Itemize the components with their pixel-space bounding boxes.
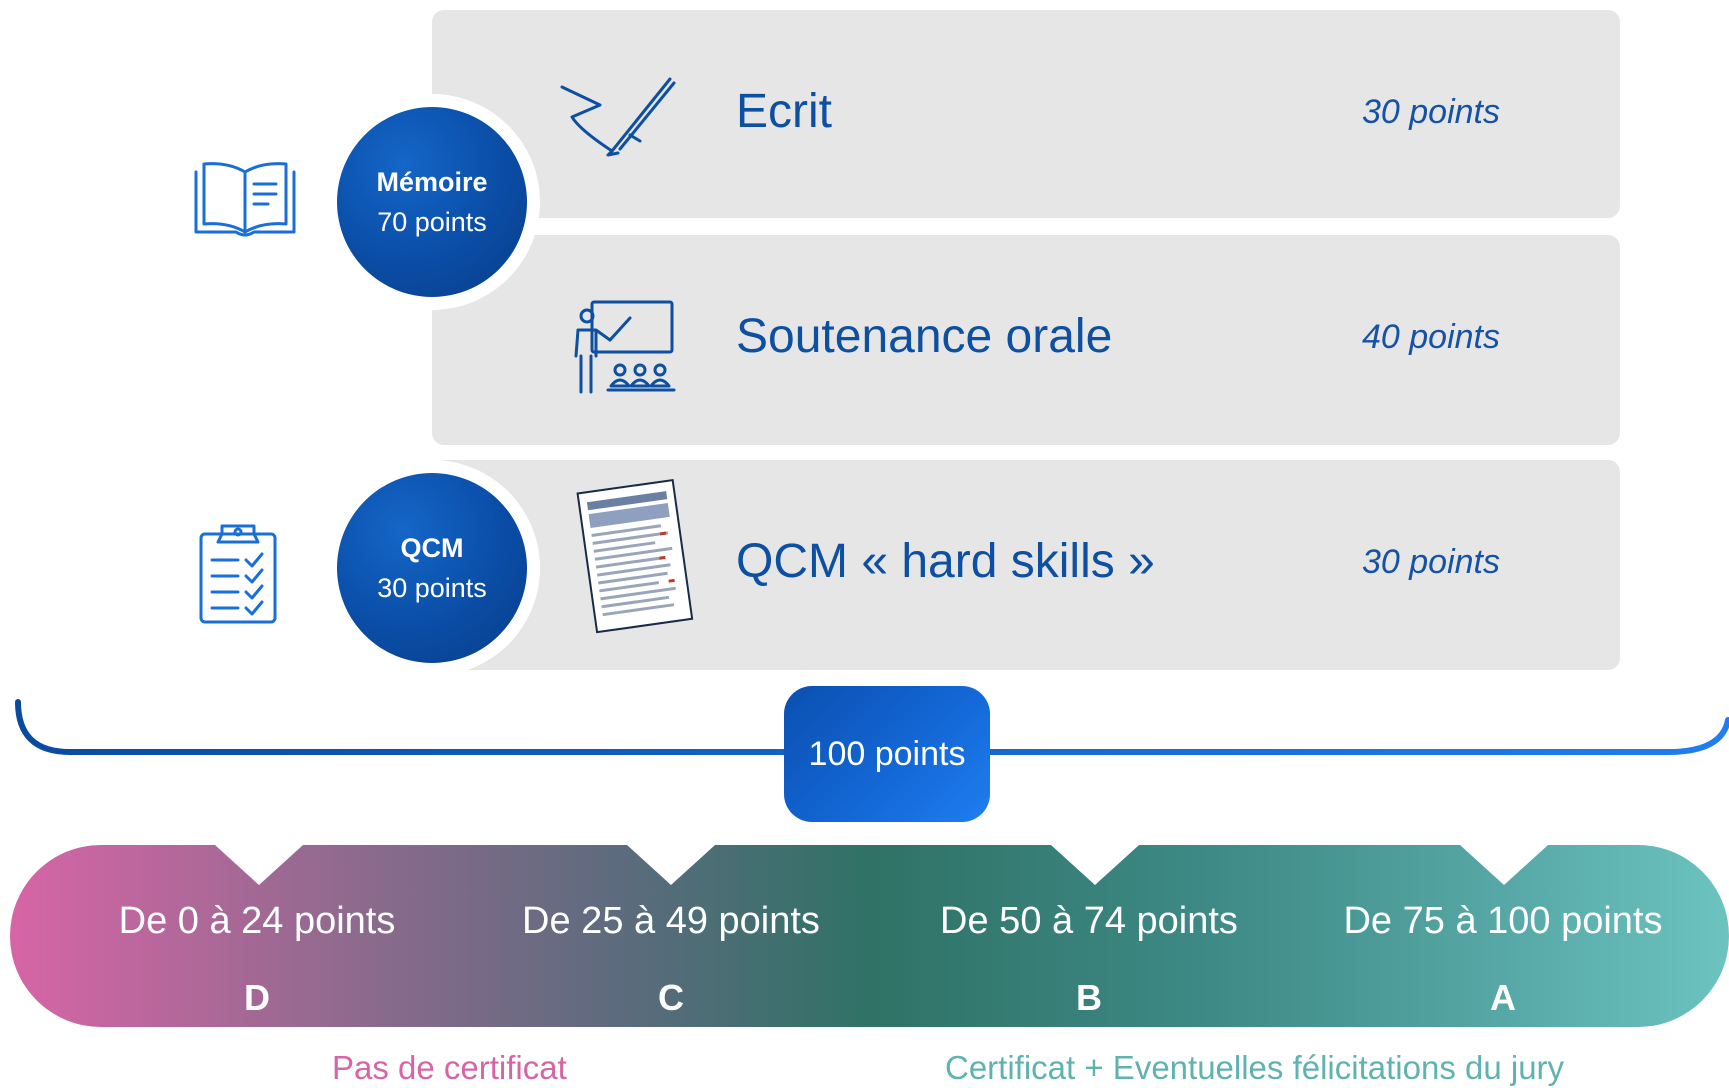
soutenance-label: Soutenance orale [736,310,1113,363]
grade-a-range: De 75 à 100 points [1343,900,1663,942]
total-points-badge: 100 points [784,686,990,822]
notch-c [627,845,715,885]
memoire-points: 70 points [377,207,487,237]
grade-c-letter: C [658,977,684,1018]
ecrit-panel [432,10,1620,218]
checklist-clipboard-icon [199,524,277,624]
open-book-icon [194,162,296,237]
no-certificate-label: Pas de certificat [332,1049,567,1086]
notch-b [1051,845,1139,885]
qcm-circle: QCM 30 points [337,473,527,663]
grade-d-range: De 0 à 24 points [118,900,396,942]
pen-signature-icon [560,77,676,157]
certificate-label: Certificat + Eventuelles félicitations d… [945,1049,1565,1086]
soutenance-panel [432,235,1620,445]
memoire-circle: Mémoire 70 points [337,107,527,297]
soutenance-points: 40 points [1362,318,1500,356]
ecrit-label: Ecrit [736,85,832,138]
grade-c-range: De 25 à 49 points [522,900,820,942]
grade-d-letter: D [244,977,270,1018]
notch-a [1460,845,1548,885]
presentation-audience-icon [574,300,676,394]
total-bracket [15,699,1729,755]
test-sheet-icon [576,479,694,634]
ecrit-points: 30 points [1362,93,1500,131]
qcm-title: QCM [400,533,464,563]
notch-d [215,845,303,885]
grade-b-range: De 50 à 74 points [940,900,1238,942]
grade-a-letter: A [1490,977,1516,1018]
qcm-hard-skills-points: 30 points [1362,543,1500,581]
qcm-hard-skills-label: QCM « hard skills » [736,535,1155,588]
qcm-points: 30 points [377,573,487,603]
memoire-title: Mémoire [376,167,488,197]
grade-b-letter: B [1076,977,1102,1018]
